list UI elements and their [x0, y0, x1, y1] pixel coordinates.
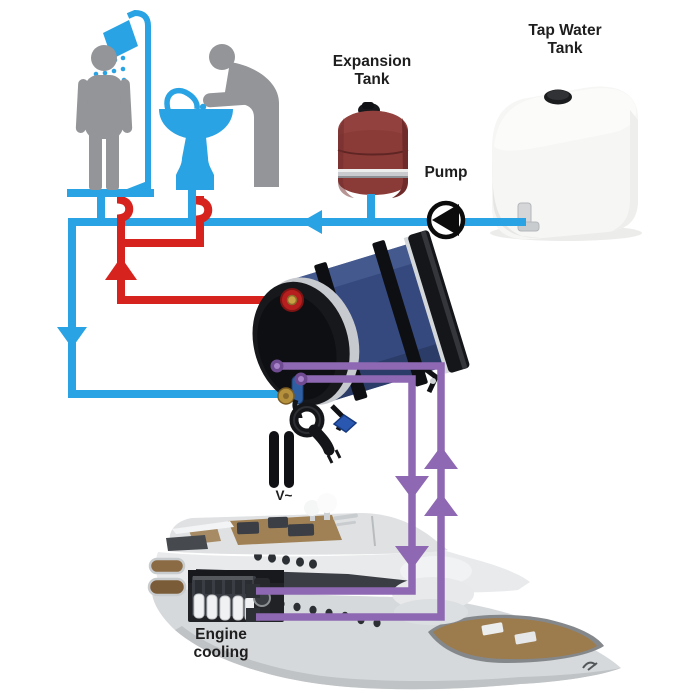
coolant-arrow-down-1	[395, 476, 429, 499]
engine-cooling-label-line2: cooling	[193, 643, 249, 661]
coolant-pipe	[246, 359, 458, 622]
engine-cooling-label-line1: Engine	[195, 626, 247, 643]
cold-water-pipe	[57, 189, 526, 398]
person-washing-icon	[203, 44, 279, 187]
deck-portholes	[254, 551, 317, 569]
engine-cooling-label: Engine cooling	[193, 626, 248, 662]
heating-element-icon	[269, 431, 294, 488]
expansion-tank-label-line2: Tank	[354, 70, 390, 88]
hot-water-pipe	[105, 195, 288, 304]
person-standing-icon	[75, 45, 133, 190]
pump-icon	[426, 200, 466, 240]
basin	[159, 109, 233, 139]
cold-flow-arrow-left	[301, 210, 322, 234]
heater-foot-pad	[332, 414, 358, 433]
coolant-arrow-down-2	[395, 546, 429, 569]
power-cable	[289, 399, 342, 464]
tap-water-tank-icon	[490, 86, 642, 241]
tap-water-tank-label-line1: Tap Water	[528, 22, 602, 39]
water-drop	[199, 103, 207, 111]
expansion-tank-label-line1: Expansion	[332, 53, 412, 70]
pump-label: Pump	[424, 164, 468, 181]
tap-water-tank-label: Tap Water Tank	[528, 22, 601, 58]
coolant-arrow-up-1	[424, 446, 458, 469]
expansion-tank-label: Expansion Tank	[333, 53, 411, 89]
coolant-arrow-up-2	[424, 493, 458, 516]
power-label: V~	[275, 488, 293, 503]
expansion-tank-icon	[337, 102, 409, 198]
sink-icon	[159, 88, 233, 190]
anchor-mark	[582, 661, 598, 671]
engine-icon	[188, 570, 284, 622]
cold-flow-arrow-down	[57, 327, 87, 348]
tap-water-tank-label-line2: Tank	[547, 39, 583, 57]
yacht-icon	[147, 493, 621, 690]
shower-base	[67, 189, 154, 197]
radar-mast	[304, 493, 376, 547]
water-heater-icon	[252, 230, 470, 464]
hot-flow-arrow-up	[105, 257, 137, 280]
deck-furniture	[236, 516, 315, 537]
engine-cylinders	[193, 593, 256, 622]
